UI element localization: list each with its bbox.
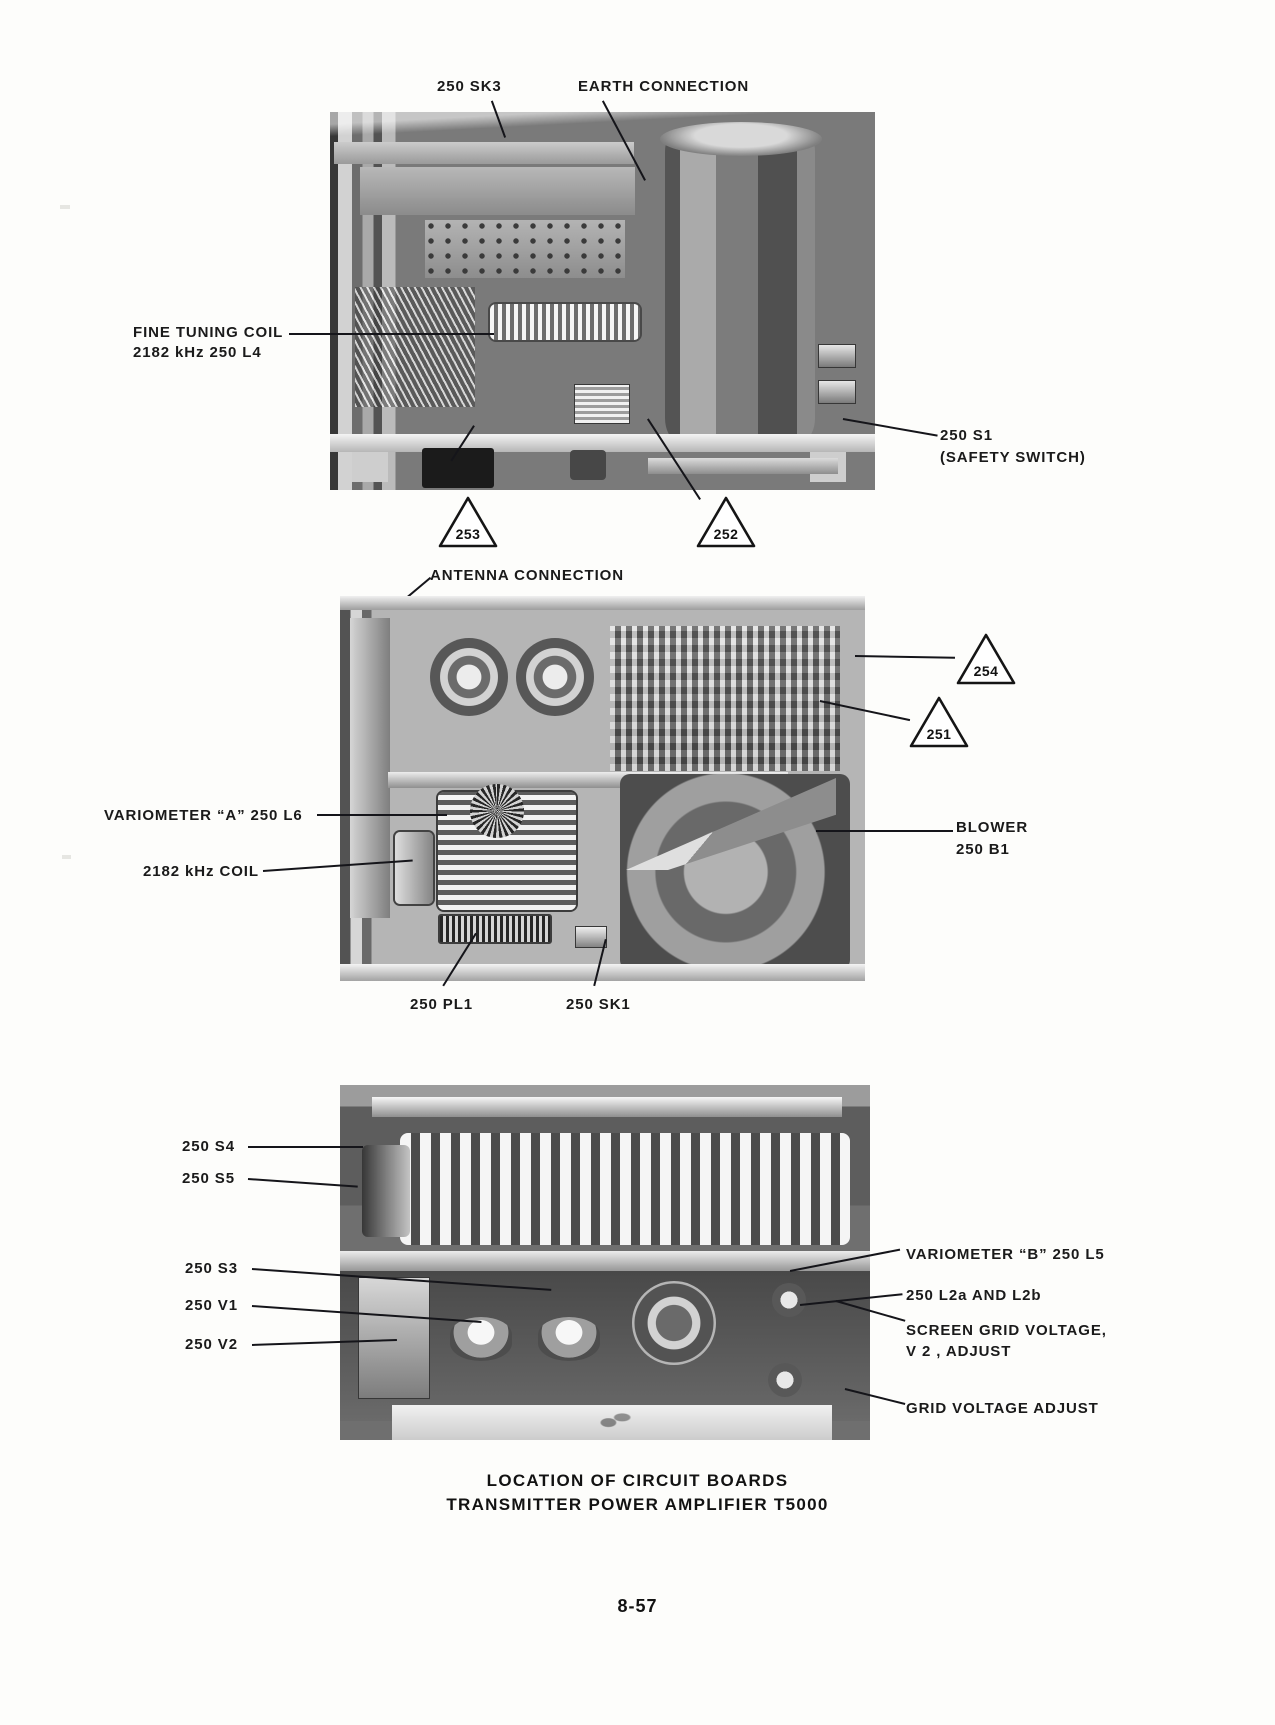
perforated-panel <box>425 220 625 278</box>
chassis-base-rail <box>340 964 865 981</box>
figure-caption-line2: TRANSMITTER POWER AMPLIFIER T5000 <box>446 1495 829 1514</box>
label-antenna-connection: ANTENNA CONNECTION <box>430 567 624 584</box>
module-knob <box>570 450 606 480</box>
label-250-s4: 250 S4 <box>182 1138 235 1155</box>
label-earth-connection: EARTH CONNECTION <box>578 78 750 95</box>
label-250-s5: 250 S5 <box>182 1170 235 1187</box>
mid-divider <box>340 1251 870 1271</box>
pl1-connector <box>438 914 552 944</box>
label-fine-tuning-coil-line2: 2182 kHz 250 L4 <box>133 344 262 361</box>
fine-tuning-coil-part <box>490 304 640 340</box>
variometer-a-gear <box>470 784 524 838</box>
label-250-l2a-l2b: 250 L2a AND L2b <box>906 1287 1042 1304</box>
wiring-harness <box>355 287 475 407</box>
label-250-pl1: 250 PL1 <box>410 996 474 1013</box>
leader-marker-254 <box>854 655 955 659</box>
label-250-v1: 250 V1 <box>185 1297 238 1314</box>
chassis-foot <box>352 452 388 482</box>
label-blower-line2: 250 B1 <box>956 841 1010 858</box>
lower-panel <box>648 458 838 474</box>
label-250-sk3: 250 SK3 <box>437 78 502 95</box>
top-rail <box>372 1097 842 1117</box>
figure-bottom-photograph <box>340 1085 870 1440</box>
rear-connector <box>818 344 856 368</box>
transformer-top-rim <box>660 122 822 156</box>
circuit-board <box>574 384 630 424</box>
label-screen-grid-line1: SCREEN GRID VOLTAGE, <box>906 1322 1107 1339</box>
marker-254-text: 254 <box>973 663 999 679</box>
label-250-s3: 250 S3 <box>185 1260 238 1277</box>
grid-voltage-adjust-part <box>768 1363 802 1397</box>
label-fine-tuning-coil-line1: FINE TUNING COIL <box>133 324 284 341</box>
scan-artifact <box>62 855 71 859</box>
label-grid-voltage-adjust: GRID VOLTAGE ADJUST <box>906 1400 1099 1417</box>
label-blower-line1: BLOWER <box>956 819 1029 836</box>
leader-variometer-a <box>317 814 447 816</box>
scan-artifact <box>60 205 70 209</box>
label-250-s1: 250 S1 <box>940 427 993 444</box>
marker-253: 253 <box>437 495 499 549</box>
variometer-b-coil <box>632 1281 716 1365</box>
left-panel <box>350 618 390 918</box>
insulator-coil-stack <box>400 1133 850 1245</box>
leader-blower <box>816 830 953 832</box>
transformer-cylinder <box>665 130 815 440</box>
screen-grid-adjust-part <box>772 1283 806 1317</box>
chassis-lip <box>340 596 865 610</box>
label-variometer-b: VARIOMETER “B” 250 L5 <box>906 1246 1105 1263</box>
figure-middle-photograph <box>340 596 865 981</box>
sk1-connector <box>575 926 607 948</box>
valve-v1 <box>450 1317 512 1361</box>
marker-252: 252 <box>695 495 757 549</box>
marker-253-text: 253 <box>455 526 481 542</box>
handwriting-mark <box>590 1407 636 1433</box>
chassis-deck <box>334 142 634 164</box>
marker-251-text: 251 <box>926 726 952 742</box>
valve-v2 <box>538 1317 600 1361</box>
leader-fine-tuning-coil <box>289 333 494 335</box>
page-number: 8-57 <box>617 1596 658 1616</box>
label-coil-2182: 2182 kHz COIL <box>143 863 259 880</box>
figure-caption-line1: LOCATION OF CIRCUIT BOARDS <box>486 1471 789 1490</box>
marker-254: 254 <box>955 632 1017 686</box>
rear-connector <box>818 380 856 404</box>
marker-252-text: 252 <box>713 526 739 542</box>
figure-top-photograph <box>330 112 875 490</box>
valve-socket <box>430 638 508 716</box>
left-panel-box <box>358 1277 430 1399</box>
insulator-left-drum <box>362 1145 410 1237</box>
label-250-v2: 250 V2 <box>185 1336 238 1353</box>
valve-socket <box>516 638 594 716</box>
coil-2182-part <box>395 832 433 904</box>
marker-251: 251 <box>908 695 970 749</box>
label-250-sk1: 250 SK1 <box>566 996 631 1013</box>
circuit-board-assembly <box>610 626 840 771</box>
module-253 <box>422 448 494 488</box>
upper-bay <box>360 167 635 215</box>
label-variometer-a: VARIOMETER “A” 250 L6 <box>104 807 303 824</box>
label-screen-grid-line2: V 2 , ADJUST <box>906 1343 1012 1360</box>
label-250-s1-note: (SAFETY SWITCH) <box>940 449 1086 466</box>
leader-250-s4 <box>248 1146 363 1148</box>
